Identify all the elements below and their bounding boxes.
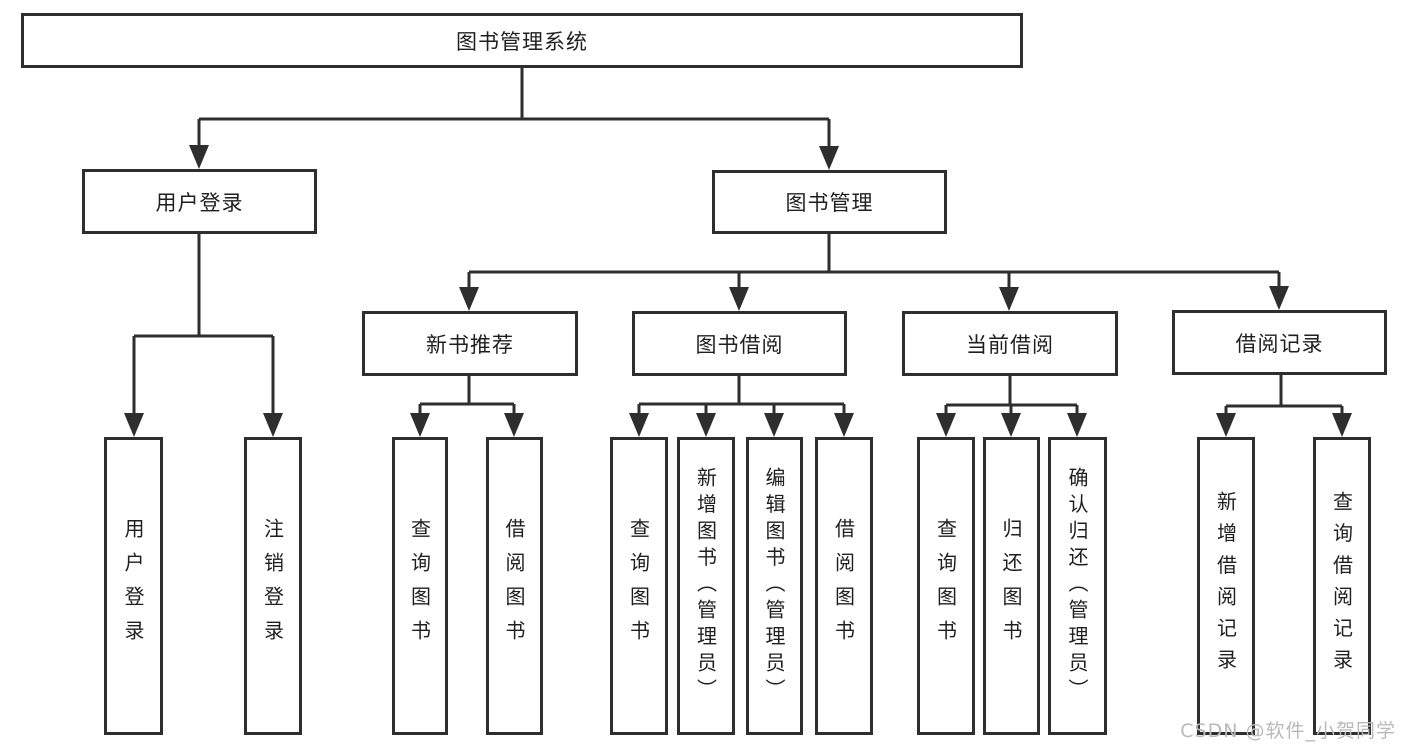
node-new-book-recommend: 新书推荐	[362, 311, 578, 376]
connector-root	[197, 68, 831, 151]
leaf-borrow-book-2: 借阅图书	[815, 437, 873, 735]
node-label: 注销登录	[260, 518, 285, 654]
leaf-return-book: 归还图书	[983, 437, 1040, 735]
connector-book-management	[467, 234, 1281, 292]
node-label: 图书借阅	[695, 332, 784, 357]
connector-book-borrow	[637, 376, 846, 418]
node-label: 新增图书（管理员）	[693, 467, 718, 705]
node-book-management: 图书管理	[712, 170, 947, 234]
node-label: 借阅图书	[831, 518, 856, 654]
node-label: 当前借阅	[966, 332, 1054, 357]
leaf-query-book-1: 查询图书	[392, 437, 448, 735]
node-label: 查询图书	[407, 518, 432, 654]
arrowheads	[124, 145, 1352, 437]
leaf-borrow-book-1: 借阅图书	[486, 437, 543, 735]
node-label: 查询图书	[626, 518, 651, 654]
node-label: 新书推荐	[426, 332, 514, 357]
node-label: 编辑图书（管理员）	[762, 467, 786, 705]
node-label: 归还图书	[999, 518, 1023, 654]
node-label: 新增借阅记录	[1213, 491, 1238, 681]
node-label: 查询图书	[933, 518, 958, 654]
connector-current-borrow	[944, 376, 1079, 418]
node-label: 用户登录	[121, 518, 145, 654]
connector-borrow-record	[1224, 375, 1344, 418]
leaf-edit-book-admin: 编辑图书（管理员）	[746, 437, 803, 735]
node-current-borrow: 当前借阅	[902, 311, 1118, 376]
node-label: 借阅图书	[502, 518, 526, 654]
leaf-query-book-3: 查询图书	[917, 437, 975, 735]
leaf-query-book-2: 查询图书	[610, 437, 668, 735]
node-label: 借阅记录	[1235, 331, 1324, 356]
node-label: 用户登录	[155, 190, 244, 215]
leaf-confirm-return-admin: 确认归还（管理员）	[1048, 437, 1107, 735]
node-book-borrow: 图书借阅	[632, 311, 847, 376]
leaf-add-book-admin: 新增图书（管理员）	[677, 437, 735, 735]
connector-user-login	[132, 234, 275, 418]
node-label: 图书管理	[785, 191, 874, 215]
node-system-root: 图书管理系统	[21, 13, 1023, 68]
node-label: 确认归还（管理员）	[1065, 467, 1089, 705]
leaf-add-borrow-record: 新增借阅记录	[1197, 437, 1255, 735]
node-user-login: 用户登录	[82, 169, 317, 234]
leaf-query-borrow-record: 查询借阅记录	[1313, 437, 1371, 735]
node-borrow-record: 借阅记录	[1172, 310, 1387, 375]
node-label: 图书管理系统	[456, 29, 588, 54]
node-label: 查询借阅记录	[1329, 491, 1354, 681]
connector-new-book	[418, 376, 516, 418]
leaf-logout: 注销登录	[244, 437, 302, 735]
leaf-user-login: 用户登录	[104, 437, 163, 735]
